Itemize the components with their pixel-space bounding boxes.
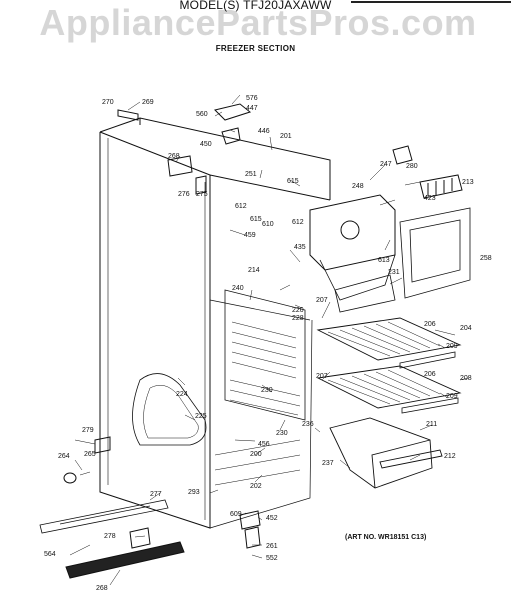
shelf-trim-lower	[401, 397, 459, 414]
ice-tray	[419, 174, 463, 199]
part-label-280: 280	[406, 163, 418, 170]
part-label-452: 452	[266, 515, 278, 522]
air-duct-cover	[399, 207, 471, 299]
part-label-258: 258	[480, 255, 492, 262]
part-label-269: 269	[142, 99, 154, 106]
part-label-231: 231	[388, 269, 400, 276]
part-label-225: 225	[195, 413, 207, 420]
part-label-615: 615	[287, 178, 299, 185]
part-label-612: 612	[235, 203, 247, 210]
part-label-201: 201	[280, 133, 292, 140]
section-title: FREEZER SECTION	[215, 44, 296, 53]
part-label-564: 564	[44, 551, 56, 558]
part-label-612: 612	[292, 219, 304, 226]
toe-grille	[65, 541, 185, 579]
part-label-268: 268	[96, 585, 108, 592]
part-label-206: 206	[424, 371, 436, 378]
part-label-552: 552	[266, 555, 278, 562]
part-label-214: 214	[248, 267, 260, 274]
part-label-576: 576	[246, 95, 258, 102]
part-label-211: 211	[426, 421, 437, 428]
part-label-560: 560	[196, 111, 208, 118]
part-label-207: 207	[316, 373, 328, 380]
switch-bracket	[167, 155, 207, 195]
part-label-248: 248	[352, 183, 364, 190]
part-label-279: 279	[82, 427, 94, 434]
bottom-hinge	[94, 436, 111, 454]
evaporator-cover	[224, 289, 306, 421]
hinge-pin	[117, 109, 139, 121]
rail-clip	[129, 527, 151, 549]
part-label-224: 224	[176, 391, 188, 398]
part-label-261: 261	[266, 543, 278, 550]
part-label-206: 206	[424, 321, 436, 328]
part-label-610: 610	[262, 221, 274, 228]
part-label-251: 251	[245, 171, 257, 178]
header-rule	[351, 1, 511, 3]
part-label-609: 609	[230, 511, 242, 518]
part-label-247: 247	[380, 161, 392, 168]
ice-tray-clip	[392, 145, 413, 165]
slide-rail	[39, 499, 169, 534]
part-label-237: 237	[322, 460, 334, 467]
part-label-435: 435	[294, 244, 306, 251]
part-label-277: 277	[150, 491, 162, 498]
part-label-208: 208	[460, 375, 472, 382]
caster-wheel	[63, 472, 77, 484]
part-label-220: 220	[292, 307, 304, 314]
part-label-276: 276	[178, 191, 190, 198]
wire-shelf-upper	[316, 317, 462, 361]
hinge-bracket	[239, 510, 261, 549]
part-label-207: 207	[316, 297, 328, 304]
top-hinge	[214, 103, 252, 145]
line-art	[39, 94, 471, 586]
door-gasket	[132, 373, 207, 446]
part-label-200: 200	[250, 451, 262, 458]
part-label-236: 236	[302, 421, 314, 428]
art-number: (ART NO. WR18151 C13)	[345, 534, 427, 541]
site-watermark: AppliancePartsPros.com	[39, 2, 477, 43]
part-label-268: 268	[168, 153, 180, 160]
part-label-230: 230	[261, 387, 273, 394]
part-label-270: 270	[102, 99, 114, 106]
basket-trim	[379, 449, 443, 469]
part-label-264: 264	[58, 453, 70, 460]
part-label-447: 447	[246, 105, 258, 112]
part-label-230: 230	[276, 430, 288, 437]
freezer-basket	[329, 417, 433, 489]
part-label-204: 204	[460, 325, 472, 332]
part-label-459: 459	[244, 232, 256, 239]
part-label-450: 450	[200, 141, 212, 148]
part-label-228: 228	[292, 315, 304, 322]
part-label-278: 278	[104, 533, 116, 540]
part-label-275: 275	[196, 191, 208, 198]
wire-shelf-lower	[316, 365, 462, 409]
part-label-446: 446	[258, 128, 270, 135]
part-label-240: 240	[232, 285, 244, 292]
part-label-209: 209	[446, 343, 458, 350]
part-label-423: 423	[424, 195, 436, 202]
part-label-213: 213	[462, 179, 474, 186]
part-label-209: 209	[446, 393, 458, 400]
model-title: MODEL(S) TFJ20JAXAWW	[179, 0, 332, 12]
part-label-615: 615	[250, 216, 262, 223]
part-label-293: 293	[188, 489, 200, 496]
part-label-212: 212	[444, 453, 456, 460]
part-label-265: 265	[84, 451, 96, 458]
part-label-456: 456	[258, 441, 270, 448]
shroud	[334, 274, 396, 313]
part-label-202: 202	[250, 483, 262, 490]
part-label-613: 613	[378, 257, 390, 264]
